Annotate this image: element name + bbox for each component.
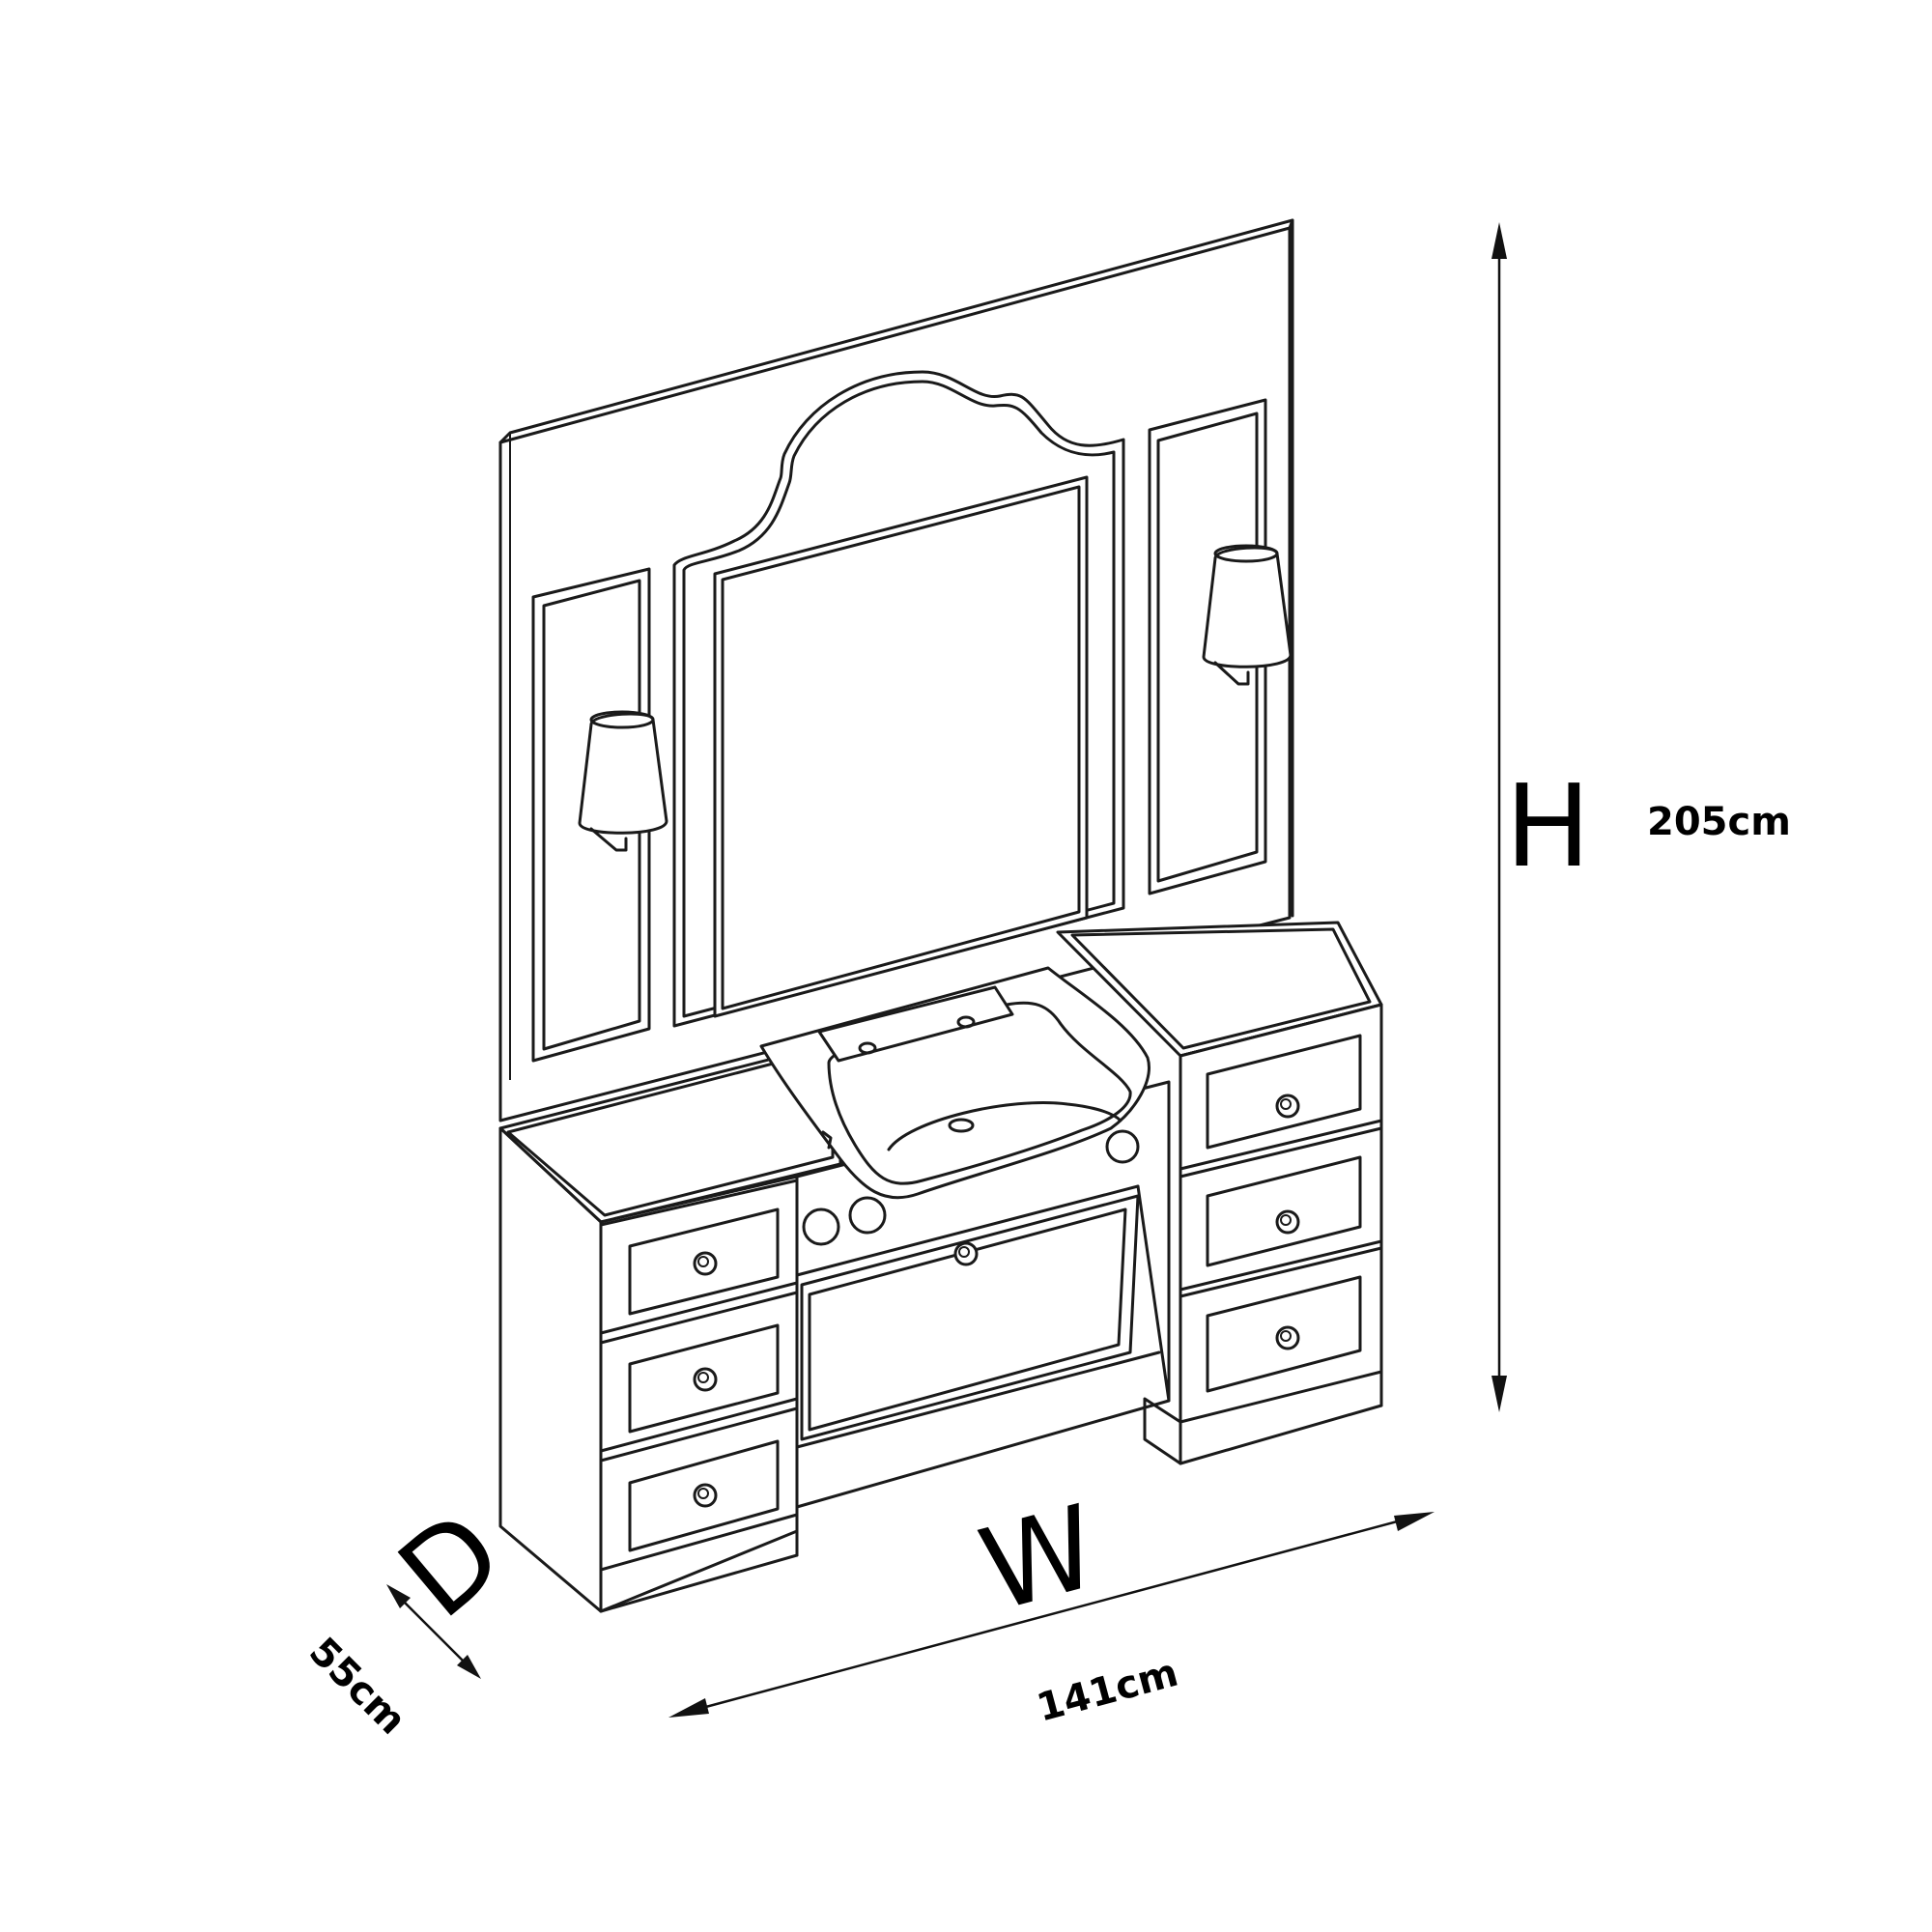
knob-right-1-icon[interactable] [1275,1094,1300,1119]
left-cabinet [498,1039,842,1613]
height-letter: H [1505,759,1591,893]
depth-value: 55cm [300,1630,414,1744]
sink [759,966,1151,1246]
mirror [713,475,1089,1018]
right-side-panel [1148,398,1267,895]
knob-left-3-icon[interactable] [693,1483,718,1508]
drawer-knobs [693,1094,1300,1508]
height-dimension: H 205cm [1492,222,1791,1412]
knob-right-3-icon[interactable] [1275,1325,1300,1350]
right-wall-lamp [1202,544,1293,686]
width-arrow-left-icon [668,1698,709,1718]
left-wall-lamp [578,710,668,852]
depth-arrow-bottom-icon [457,1655,481,1679]
width-arrow-right-icon [1394,1512,1435,1531]
width-value: 141cm [1033,1651,1183,1731]
right-cabinet [1056,921,1383,1465]
height-value: 205cm [1647,800,1791,844]
depth-arrow-top-icon [386,1584,411,1608]
height-arrow-top-icon [1492,222,1507,259]
knob-left-2-icon[interactable] [693,1367,718,1392]
left-side-panel [531,567,651,1063]
knob-right-2-icon[interactable] [1275,1209,1300,1235]
depth-dimension: D 55cm [300,1485,527,1743]
arched-mirror-frame [672,370,1125,1028]
knob-left-1-icon[interactable] [693,1251,718,1276]
width-letter: W [968,1480,1111,1637]
knob-center-icon[interactable] [953,1241,979,1266]
height-arrow-bottom-icon [1492,1376,1507,1412]
